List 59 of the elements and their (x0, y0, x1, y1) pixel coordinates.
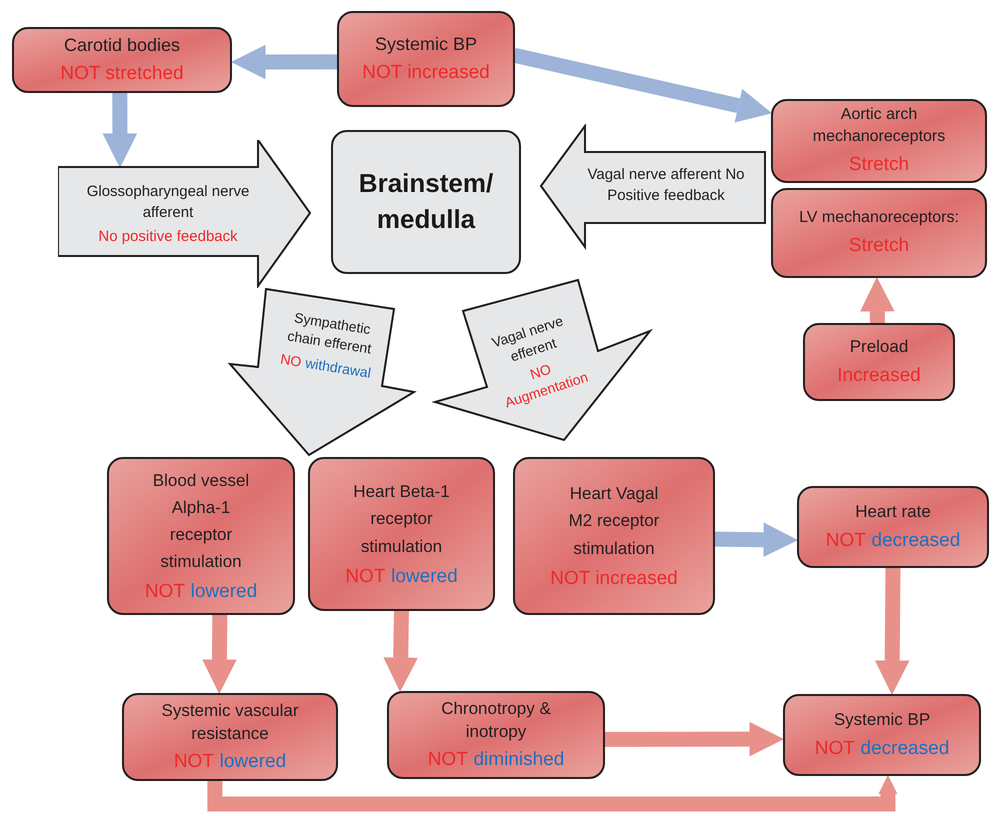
status-text: lowered (220, 750, 286, 774)
status-text: No positive feedback (98, 227, 238, 248)
status-text: NOT increased (550, 566, 678, 591)
block-arrow (102, 92, 138, 168)
status-text: decreased (860, 736, 950, 761)
node-label: Heart rate (855, 501, 931, 524)
node-label: Vagal nerve efferent (488, 311, 566, 365)
status-text: NOT (174, 750, 214, 774)
block-arrow (714, 522, 798, 557)
status-text: NOT (428, 748, 468, 772)
process-box (797, 486, 989, 568)
block-arrow (202, 614, 237, 694)
process-box (337, 11, 515, 107)
node-label: Systemic BP (834, 709, 930, 732)
status-text: NOT increased (362, 61, 490, 86)
status-text: NOT (814, 736, 855, 761)
block-arrow (860, 277, 895, 324)
node-label: Aortic arch mechanoreceptors (812, 104, 946, 147)
process-box (387, 691, 605, 779)
status-text: Stretch (848, 234, 910, 258)
node-label: LV mechanoreceptors: (799, 208, 959, 228)
status-text: withdrawal (304, 354, 372, 382)
block-arrow (207, 775, 898, 812)
node-label: Preload (850, 336, 908, 358)
block-arrow (231, 44, 338, 80)
status-text: lowered (391, 564, 458, 589)
node-label: Chronotropy & inotropy (440, 698, 552, 743)
node-label: Systemic vascular resistance (160, 700, 300, 745)
node-label: Blood vessel Alpha-1 receptor stimulation (152, 470, 250, 574)
status-text: decreased (872, 528, 960, 553)
process-box (513, 457, 715, 615)
status-text: NOT (345, 564, 386, 589)
status-text: NOT (826, 528, 866, 553)
process-box (107, 457, 295, 615)
node-label: Systemic BP (374, 32, 478, 56)
process-box (771, 99, 987, 183)
node-label: Heart Vagal M2 receptor stimulation (568, 483, 660, 560)
node-label: Carotid bodies (64, 34, 180, 57)
block-arrow (383, 610, 418, 692)
node-label: Glossopharyngeal nerve afferent (86, 182, 250, 223)
status-text: NOT stretched (60, 62, 184, 86)
process-box (308, 457, 495, 611)
process-box (771, 188, 987, 278)
status-text: lowered (190, 580, 258, 604)
block-arrow (874, 566, 910, 695)
status-text: Stretch (848, 152, 910, 177)
center-box (331, 130, 521, 274)
status-text: NOT (144, 580, 185, 604)
node-label: Vagal nerve afferent No Positive feedback (586, 165, 746, 206)
status-text: Increased (837, 364, 921, 388)
status-text: NO (279, 349, 303, 372)
node-label: Heart Beta-1 receptor stimulation (352, 481, 451, 558)
process-box (12, 27, 232, 93)
block-arrow (604, 722, 784, 756)
process-box (122, 693, 338, 781)
process-box (783, 694, 981, 776)
node-label: Brainstem/ medulla (358, 167, 494, 236)
process-box (803, 323, 955, 401)
status-text: diminished (473, 748, 564, 772)
